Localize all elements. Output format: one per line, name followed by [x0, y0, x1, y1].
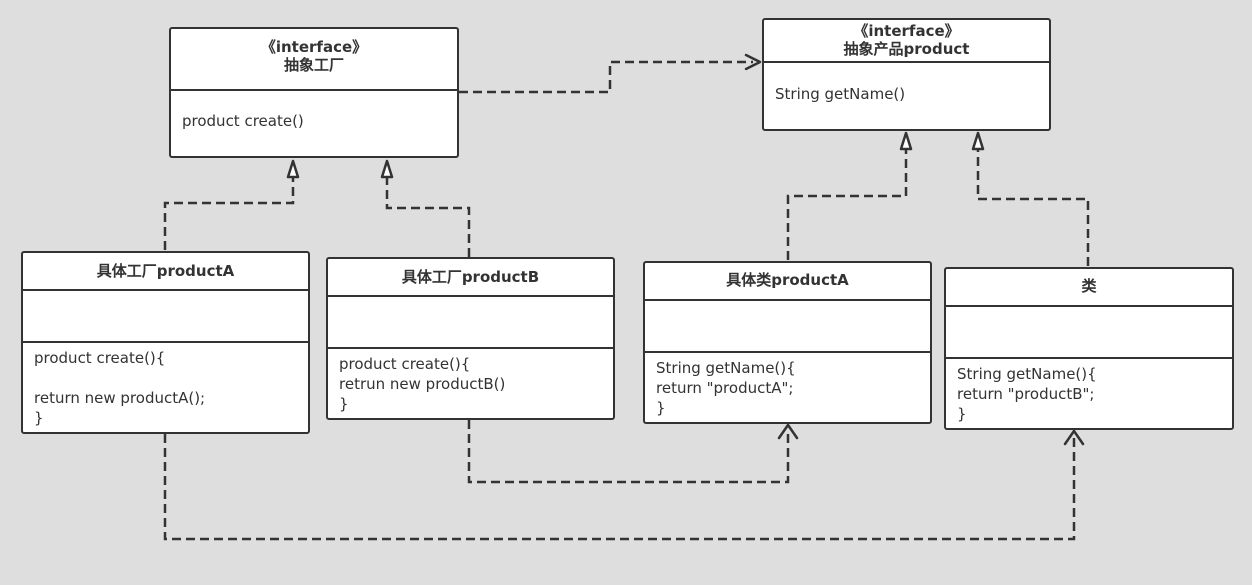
method-line: String getName(){	[656, 359, 796, 377]
box-header: 具体工厂productA	[23, 253, 308, 291]
dependency-line-factory-to-product	[459, 60, 753, 94]
dependency-line-factory-a-to-product-b	[163, 434, 1076, 541]
method-compartment: product create(){ return new productA();…	[23, 343, 308, 428]
method-line: product create(){	[34, 349, 166, 367]
method-line: String getName()	[775, 85, 906, 103]
abstract-factory-interface-box[interactable]: 《interface》 抽象工厂 product create()	[169, 27, 459, 158]
abstract-product-interface-box[interactable]: 《interface》 抽象产品product String getName()	[762, 18, 1051, 131]
method-line: return new productA();	[34, 389, 206, 407]
open-arrowhead-icon	[777, 423, 799, 440]
method-line: retrun new productB()	[339, 375, 506, 393]
method-line: product create(){	[339, 355, 471, 373]
box-header: 《interface》 抽象产品product	[764, 20, 1049, 63]
method-line: }	[339, 395, 349, 413]
attribute-compartment	[946, 307, 1232, 359]
method-compartment: String getName(){ return "productA"; }	[645, 353, 930, 418]
concrete-product-b-box[interactable]: 类 String getName(){ return "productB"; }	[944, 267, 1234, 430]
realization-line-product-b	[976, 150, 1090, 266]
open-arrowhead-icon	[1063, 429, 1085, 446]
box-header: 类	[946, 269, 1232, 307]
box-header: 具体类productA	[645, 263, 930, 301]
class-name: 具体类productA	[726, 271, 849, 289]
method-compartment: String getName()	[764, 63, 1049, 104]
concrete-factory-a-box[interactable]: 具体工厂productA product create(){ return ne…	[21, 251, 310, 434]
realization-line-factory-a	[163, 178, 295, 250]
method-line: return "productA";	[656, 379, 794, 397]
class-name: 具体工厂productA	[96, 262, 235, 280]
stereotype-label: 《interface》	[853, 22, 960, 40]
method-compartment: String getName(){ return "productB"; }	[946, 359, 1232, 424]
hollow-triangle-icon	[899, 131, 913, 151]
concrete-factory-b-box[interactable]: 具体工厂productB product create(){ retrun ne…	[326, 257, 615, 420]
attribute-compartment	[645, 301, 930, 353]
interface-name: 抽象工厂	[283, 56, 344, 74]
concrete-product-a-box[interactable]: 具体类productA String getName(){ return "pr…	[643, 261, 932, 424]
box-header: 具体工厂productB	[328, 259, 613, 297]
attribute-compartment	[328, 297, 613, 349]
method-line: }	[656, 399, 666, 417]
realization-line-factory-b	[385, 178, 471, 257]
open-arrowhead-icon	[744, 53, 762, 71]
stereotype-label: 《interface》	[260, 38, 368, 56]
realization-line-product-a	[786, 150, 908, 260]
method-line: return "productB";	[957, 385, 1095, 403]
hollow-triangle-icon	[380, 159, 394, 179]
method-line: String getName(){	[957, 365, 1097, 383]
dependency-line-factory-b-to-product-a	[467, 420, 790, 484]
method-line: }	[34, 409, 44, 427]
hollow-triangle-icon	[971, 131, 985, 151]
method-compartment: product create(){ retrun new productB() …	[328, 349, 613, 414]
method-line	[34, 368, 308, 388]
method-line: }	[957, 405, 967, 423]
attribute-compartment	[23, 291, 308, 343]
method-compartment: product create()	[171, 91, 457, 131]
hollow-triangle-icon	[286, 159, 300, 179]
box-header: 《interface》 抽象工厂	[171, 29, 457, 91]
class-name: 类	[1081, 277, 1097, 295]
method-line: product create()	[182, 112, 304, 130]
class-name: 具体工厂productB	[401, 268, 540, 286]
interface-name: 抽象产品product	[843, 40, 970, 58]
